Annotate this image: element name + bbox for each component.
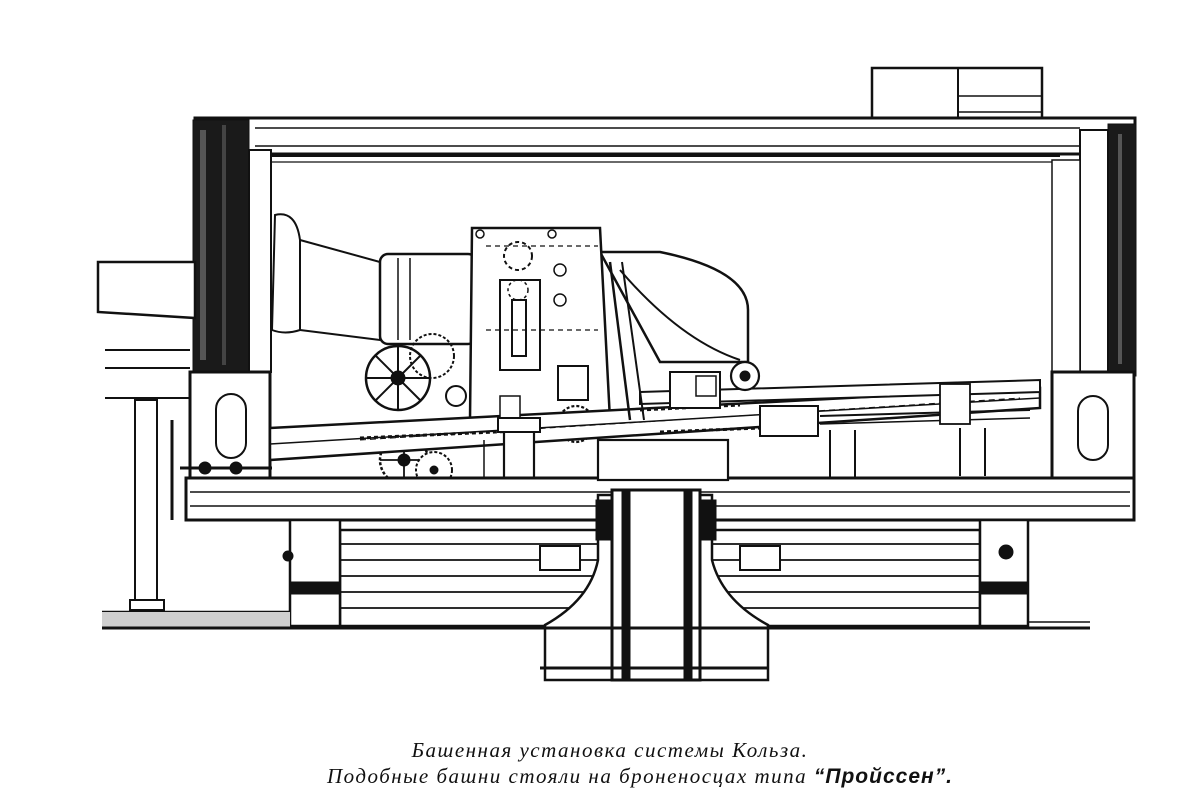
left-support xyxy=(105,349,272,611)
rammer-rods xyxy=(608,261,1031,480)
right-armor-wall xyxy=(1050,123,1137,482)
caption-text: Подобные башни стояли на броненосцах тип… xyxy=(326,764,814,788)
left-armor-wall xyxy=(188,119,272,482)
turret-cross-section-drawing xyxy=(96,66,1137,682)
elevating-handwheel xyxy=(364,333,455,412)
ship-class-name: “Пройссен”. xyxy=(813,765,954,788)
turret-roof xyxy=(193,116,1137,163)
gun-breech xyxy=(378,250,750,364)
ship-deck xyxy=(102,610,1090,630)
central-pivot xyxy=(540,488,770,682)
figure-caption-line-1: Башенная установка системы Кольза. xyxy=(411,738,809,762)
figure-caption-line-2: Подобные башни стояли на броненосцах тип… xyxy=(0,764,1200,789)
gun-barrel xyxy=(96,213,381,342)
recoil-bracket xyxy=(499,360,761,419)
